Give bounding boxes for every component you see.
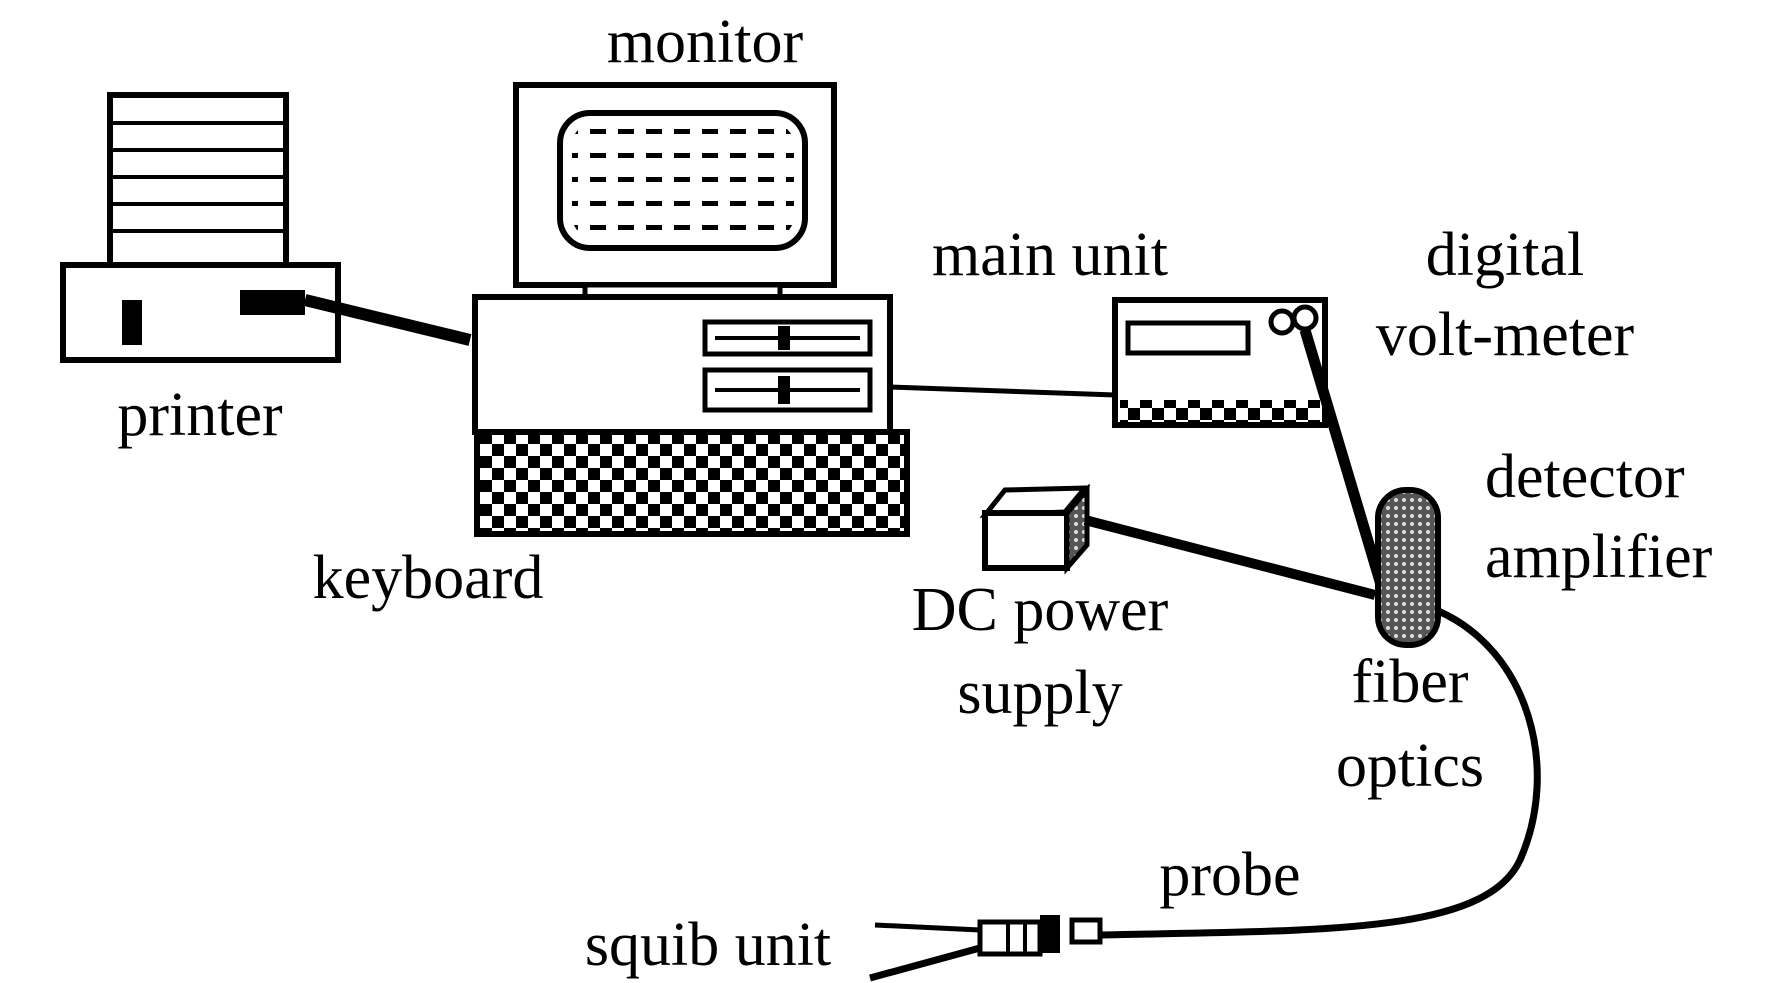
squib-lead-1 bbox=[874, 922, 981, 933]
label-detector-line1: detector bbox=[1485, 443, 1685, 511]
detector-amplifier bbox=[1375, 487, 1441, 648]
monitor bbox=[513, 82, 837, 300]
digital-voltmeter bbox=[1112, 297, 1328, 428]
voltmeter-buttons bbox=[1120, 400, 1320, 422]
label-monitor: monitor bbox=[607, 8, 804, 76]
label-main-unit: main unit bbox=[932, 221, 1168, 289]
label-digital-line1: digital bbox=[1426, 221, 1584, 289]
printer bbox=[60, 92, 341, 363]
amplifier-body bbox=[1375, 487, 1441, 648]
squib-lead-2 bbox=[869, 944, 981, 982]
printer-cable bbox=[303, 294, 472, 346]
printer-paper-lines bbox=[110, 121, 286, 233]
label-digital-line2: volt-meter bbox=[1376, 301, 1635, 369]
label-fiber-line2: optics bbox=[1336, 732, 1484, 800]
dc-supply-side bbox=[1064, 483, 1090, 575]
printer-paper-stack bbox=[107, 92, 289, 268]
voltmeter-display bbox=[1125, 320, 1251, 356]
label-fiber-line1: fiber bbox=[1351, 648, 1468, 716]
voltmeter-knob-1 bbox=[1268, 308, 1296, 336]
fiber-optics-cable bbox=[1099, 606, 1541, 939]
monitor-screen bbox=[572, 123, 794, 238]
label-probe: probe bbox=[1159, 841, 1300, 909]
probe-connector bbox=[1040, 915, 1060, 953]
label-dc-line1: DC power bbox=[912, 576, 1169, 644]
label-printer: printer bbox=[117, 381, 283, 449]
label-keyboard: keyboard bbox=[313, 544, 544, 612]
keyboard-keys bbox=[474, 429, 910, 537]
squib-unit bbox=[869, 919, 1043, 982]
probe-head bbox=[1069, 917, 1103, 945]
voltmeter-knob-2 bbox=[1291, 304, 1319, 332]
dc-supply-amplifier-cable bbox=[1083, 515, 1377, 600]
printer-port bbox=[240, 290, 305, 315]
main-unit-voltmeter-cable bbox=[889, 384, 1116, 398]
label-squib-unit: squib unit bbox=[585, 911, 831, 979]
dc-supply-front bbox=[982, 510, 1070, 571]
keyboard bbox=[474, 429, 910, 537]
probe bbox=[1040, 915, 1103, 953]
label-detector-line2: amplifier bbox=[1485, 523, 1713, 591]
printer-switch bbox=[122, 300, 142, 345]
main-unit bbox=[472, 294, 893, 435]
label-dc-line2: supply bbox=[957, 659, 1122, 727]
voltmeter-amplifier-cable bbox=[1299, 328, 1391, 600]
dc-power-supply bbox=[979, 483, 1091, 575]
